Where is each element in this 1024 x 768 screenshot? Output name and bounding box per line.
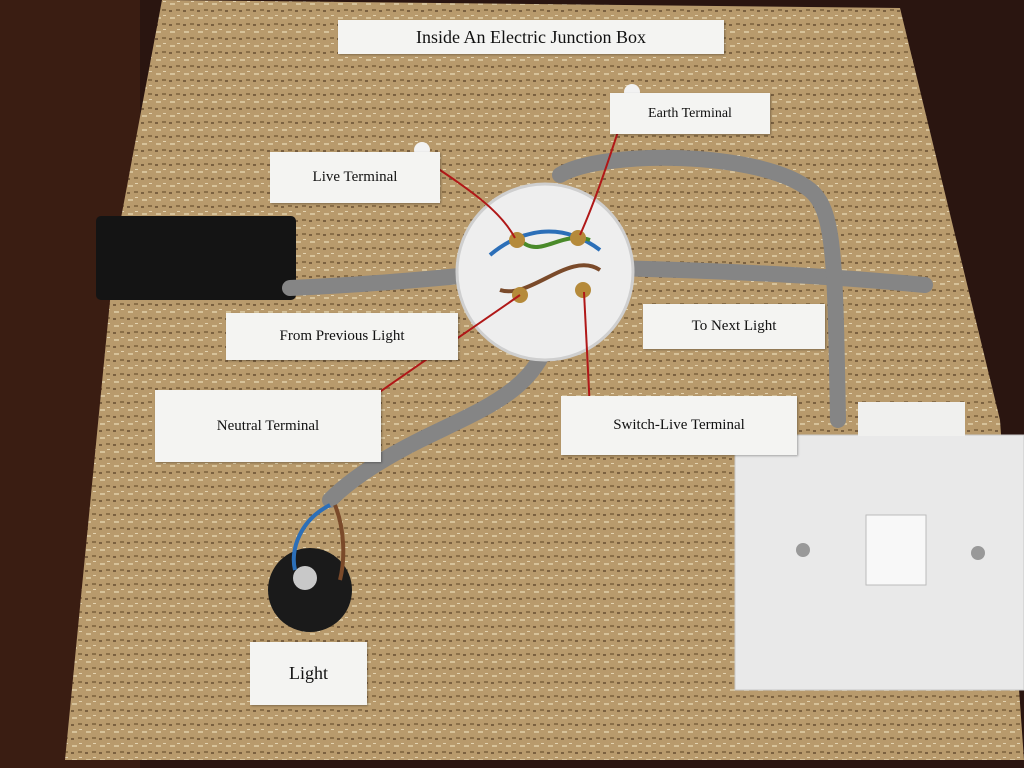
switch-live-terminal-label: Switch-Live Terminal (561, 396, 797, 455)
live-terminal-label: Live Terminal (270, 152, 440, 203)
cable-to-light (322, 322, 558, 508)
to-next-light-label: To Next Light (643, 304, 825, 349)
light-fitting (268, 548, 352, 632)
from-previous-light-label: From Previous Light (226, 313, 458, 360)
battery-box (96, 216, 296, 300)
cable-to-switch (552, 149, 846, 428)
light-label: Light (250, 642, 367, 705)
title-label: Inside An Electric Junction Box (338, 20, 724, 54)
junction-box (455, 182, 635, 362)
switch-rocker (865, 514, 927, 586)
neutral-terminal-label: Neutral Terminal (155, 390, 381, 462)
cable-from-previous (282, 267, 478, 296)
cable-to-next (602, 260, 933, 293)
earth-terminal-label: Earth Terminal (610, 93, 770, 134)
